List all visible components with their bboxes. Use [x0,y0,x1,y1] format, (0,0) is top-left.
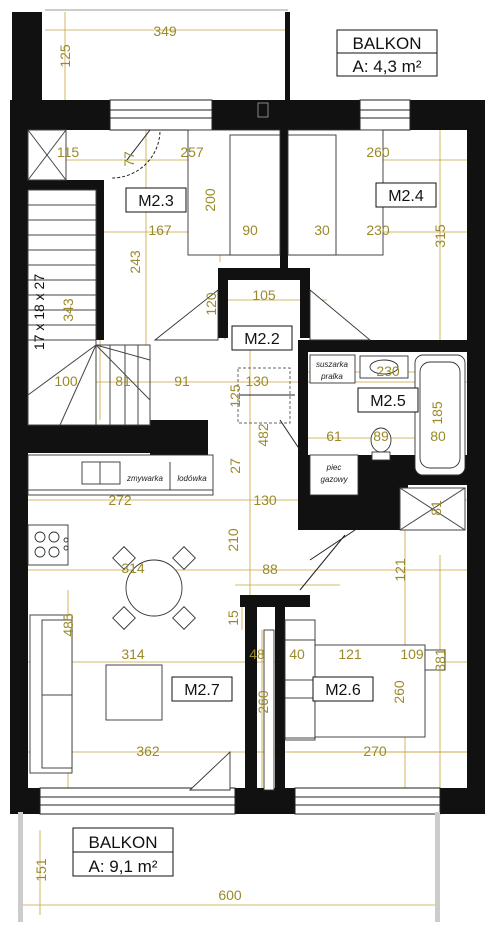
dim-label: 260 [255,690,271,714]
bathroom-fixtures: suszarka pralka piec gazowy [237,354,466,531]
fridge-label: lodówka [177,474,207,483]
dim-label: 81 [115,373,131,389]
dim-label: 125 [227,384,243,408]
washer-label-1: suszarka [316,360,349,369]
dim-label: 91 [174,373,190,389]
dim-label: 482 [255,423,271,447]
dimension-labels: 349 125 115 77 257 260 200 167 90 30 230… [33,23,448,903]
dim-label: 77 [121,151,137,167]
dim-label: 121 [392,558,408,582]
doors [126,129,356,561]
stairs-label: 17 x 18 x 27 [31,274,47,350]
dim-label: 270 [363,743,387,759]
dim-label: 48 [249,646,265,662]
dim-label: 89 [373,428,389,444]
washer-label-2: pralka [320,372,343,381]
dim-label: 105 [252,287,276,303]
dim-label: 349 [153,23,177,39]
dim-label: 314 [121,646,145,662]
stairs: 17 x 18 x 27 [27,189,151,426]
dim-label: 314 [121,560,145,576]
balcony-bottom-area: A: 9,1 m² [89,857,158,876]
dim-label: 485 [60,613,76,637]
dim-label: 40 [289,646,305,662]
dim-label: 130 [253,492,277,508]
dim-label: 243 [127,250,143,274]
dim-label: 343 [60,298,76,322]
dim-label: 167 [148,222,172,238]
dim-label: 230 [376,363,400,379]
room-label-m2-5: M2.5 [370,393,406,410]
dim-label: 362 [136,743,160,759]
dim-label: 81 [428,500,444,516]
room-labels: M2.3 M2.4 M2.2 M2.5 M2.7 M2.6 [125,182,437,702]
dim-label: 257 [180,144,204,160]
dim-label: 185 [429,401,445,425]
bedroom-furniture [284,534,446,741]
room-label-m2-6: M2.6 [325,682,361,699]
room-label-m2-7: M2.7 [184,682,220,699]
dim-label: 61 [326,428,342,444]
dim-label: 381 [432,648,448,672]
balcony-top-area: A: 4,3 m² [353,57,422,76]
balcony-top-title: BALKON [353,34,422,53]
dim-label: 27 [227,458,243,474]
dishwasher-label: zmywarka [126,474,164,483]
balcony-bottom: BALKON A: 9,1 m² [18,812,440,922]
dim-label: 109 [400,646,424,662]
wardrobes [153,129,384,341]
dim-label: 272 [108,492,132,508]
boiler-label-2: gazowy [320,475,348,484]
dim-label: 230 [366,222,390,238]
dim-label: 125 [57,44,73,68]
dim-label: 90 [242,222,258,238]
room-label-m2-4: M2.4 [388,188,424,205]
dim-label: 210 [225,528,241,552]
dim-label: 200 [202,188,218,212]
dim-label: 600 [218,887,242,903]
dim-label: 15 [225,610,241,626]
dim-label: 115 [57,144,80,160]
windows [39,99,441,815]
balcony-top: BALKON A: 4,3 m² [45,9,438,102]
dim-label: 130 [245,373,269,389]
room-label-m2-2: M2.2 [244,331,280,348]
room-label-m2-3: M2.3 [138,193,174,210]
dim-label: 30 [314,222,330,238]
dim-label: 80 [430,428,446,444]
dim-label: 315 [432,224,448,248]
dim-label: 120 [203,292,219,316]
dim-label: 88 [262,561,278,577]
dim-label: 151 [33,858,49,882]
dim-label: 260 [391,680,407,704]
living-furniture [29,546,275,791]
dim-label: 121 [338,646,362,662]
kitchen: zmywarka lodówka [27,454,214,566]
balcony-bottom-title: BALKON [89,833,158,852]
dim-label: 100 [54,373,78,389]
boiler-label-1: piec [326,463,342,472]
dim-label: 260 [366,144,390,160]
closet-top-left [27,129,161,181]
